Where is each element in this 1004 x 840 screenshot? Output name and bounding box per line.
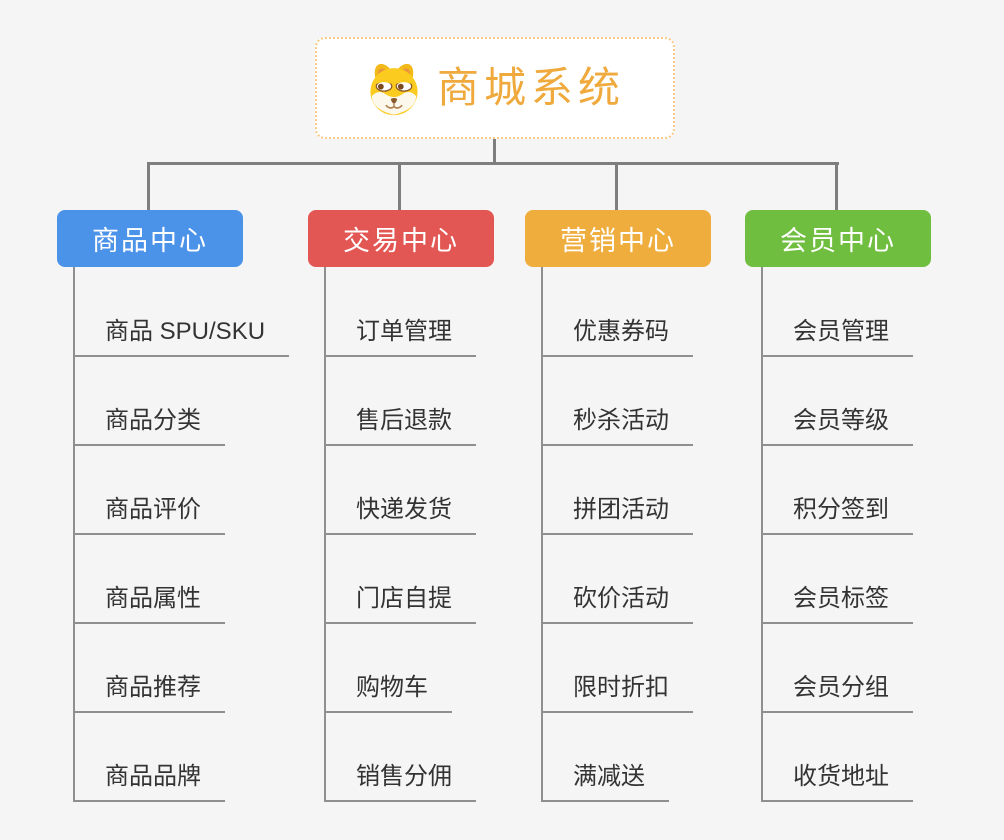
branch-node-trade[interactable]: 交易中心	[308, 210, 494, 267]
dog-face-icon	[370, 63, 418, 116]
tree-item[interactable]: 优惠券码	[541, 315, 693, 357]
branch-node-product[interactable]: 商品中心	[57, 210, 243, 267]
tree-item[interactable]: 会员等级	[761, 404, 913, 446]
tree-item[interactable]: 商品属性	[73, 582, 225, 624]
tree-item[interactable]: 会员分组	[761, 671, 913, 713]
tree-item[interactable]: 拼团活动	[541, 493, 693, 535]
tree-item[interactable]: 收货地址	[761, 760, 913, 802]
branch-trade-center: 交易中心 订单管理 售后退款 快递发货 门店自提 购物车 销售分佣	[308, 162, 568, 820]
tree-item[interactable]: 会员管理	[761, 315, 913, 357]
tree-item[interactable]: 订单管理	[324, 315, 476, 357]
tree-item[interactable]: 秒杀活动	[541, 404, 693, 446]
tree-item[interactable]: 会员标签	[761, 582, 913, 624]
tree-item[interactable]: 商品评价	[73, 493, 225, 535]
tree-item[interactable]: 砍价活动	[541, 582, 693, 624]
branch-marketing-center: 营销中心 优惠券码 秒杀活动 拼团活动 砍价活动 限时折扣 满减送	[525, 162, 785, 820]
connector-drop	[147, 162, 150, 210]
tree-item[interactable]: 满减送	[541, 760, 669, 802]
branch-node-marketing[interactable]: 营销中心	[525, 210, 711, 267]
branch-member-center: 会员中心 会员管理 会员等级 积分签到 会员标签 会员分组 收货地址	[745, 162, 1004, 820]
root-title: 商城系统	[436, 64, 625, 111]
tree-item[interactable]: 积分签到	[761, 493, 913, 535]
connector-horizontal-bar	[148, 162, 839, 165]
branch-node-member[interactable]: 会员中心	[745, 210, 931, 267]
tree-item[interactable]: 商品分类	[73, 404, 225, 446]
connector-drop	[615, 162, 618, 210]
tree-item[interactable]: 限时折扣	[541, 671, 693, 713]
connector-drop	[398, 162, 401, 210]
tree-item[interactable]: 商品 SPU/SKU	[73, 315, 290, 357]
tree-item[interactable]: 购物车	[324, 671, 452, 713]
tree-item[interactable]: 商品推荐	[73, 671, 225, 713]
root-node[interactable]: 商城系统	[315, 37, 675, 139]
connector-root-stub	[493, 139, 496, 165]
tree-item[interactable]: 售后退款	[324, 404, 476, 446]
connector-drop	[835, 162, 838, 210]
tree-item[interactable]: 销售分佣	[324, 760, 476, 802]
branch-product-center: 商品中心 商品 SPU/SKU 商品分类 商品评价 商品属性 商品推荐 商品品牌	[57, 162, 317, 820]
tree-item[interactable]: 门店自提	[324, 582, 476, 624]
tree-item[interactable]: 快递发货	[324, 493, 476, 535]
tree-item[interactable]: 商品品牌	[73, 760, 225, 802]
